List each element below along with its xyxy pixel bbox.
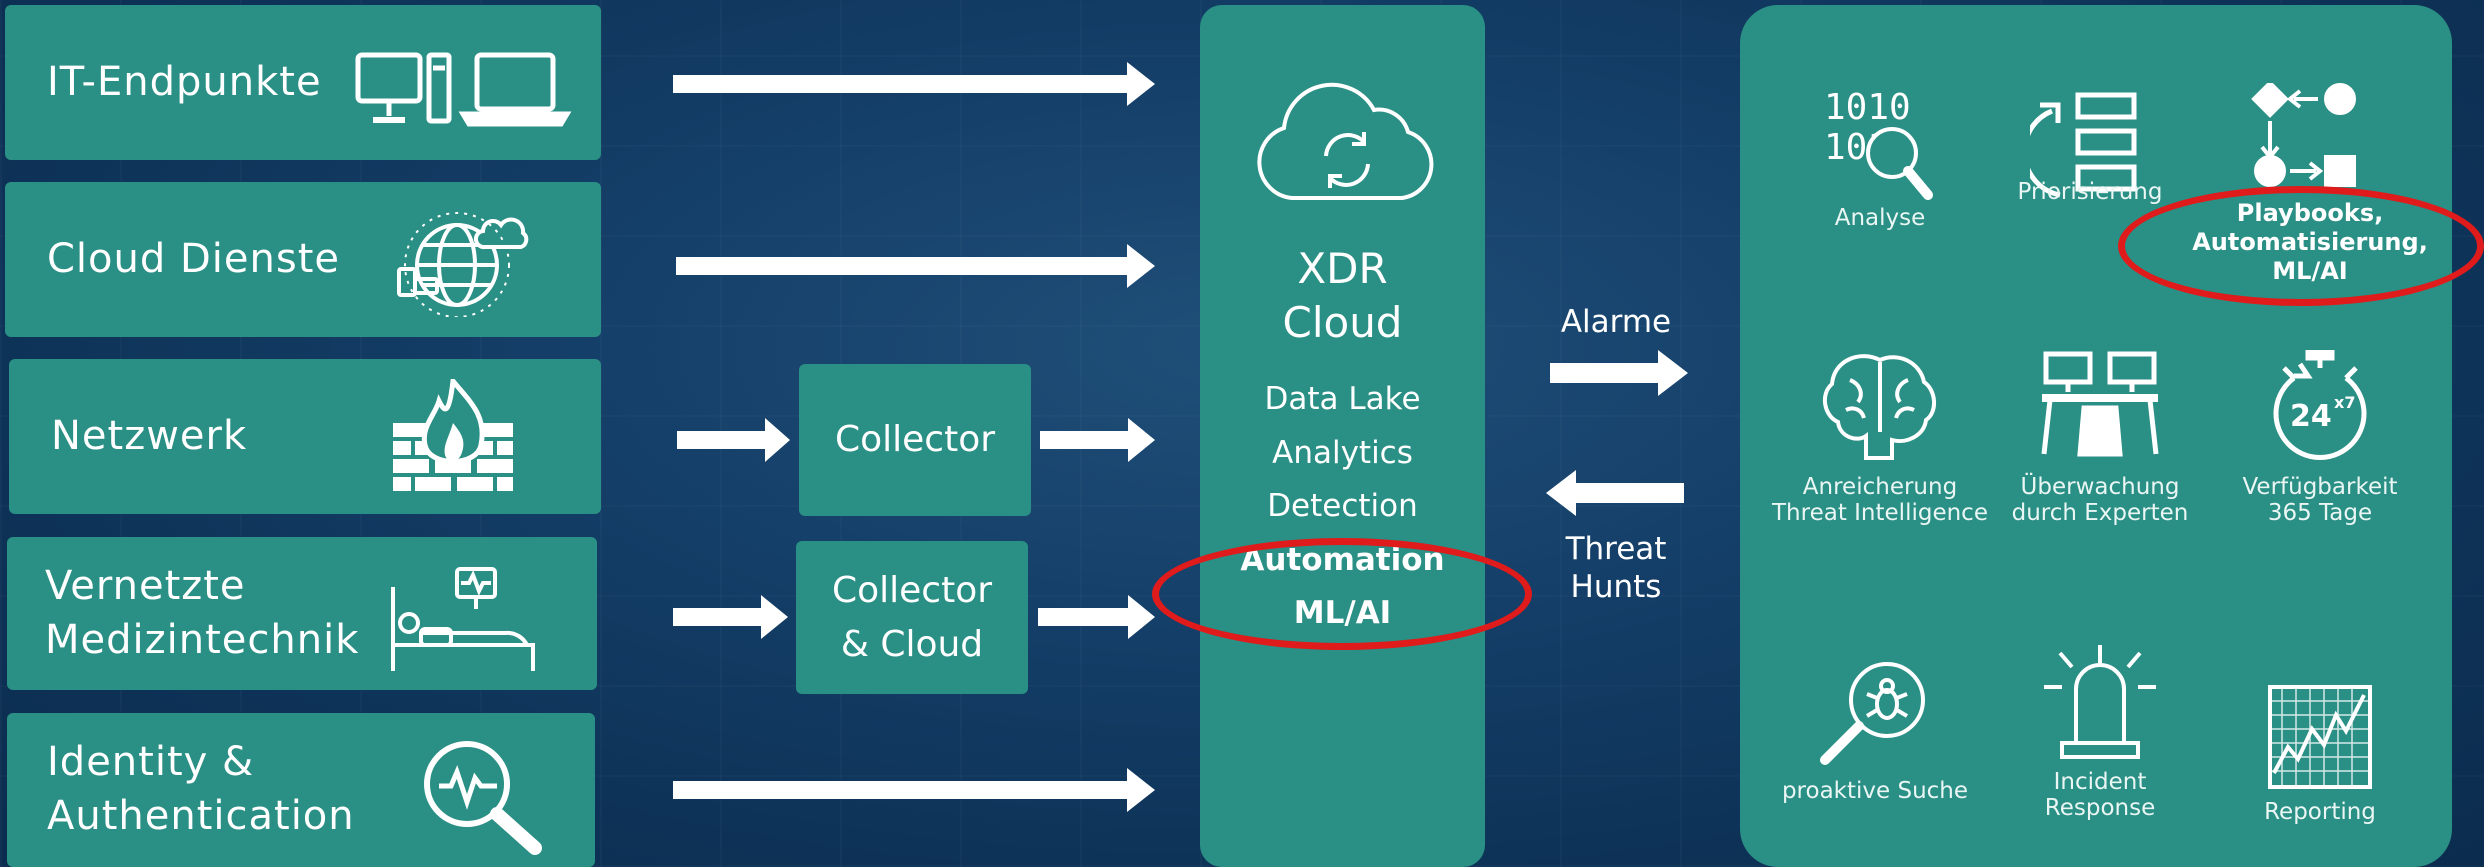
service-label: Anreicherung Threat Intelligence <box>1772 474 1988 526</box>
svg-text:24: 24 <box>2290 399 2332 434</box>
service-label: Reporting <box>2264 799 2376 825</box>
computer-laptop-icon <box>355 50 575 130</box>
prioritize-list-icon <box>2030 85 2150 205</box>
arrow-right-icon <box>677 418 790 462</box>
source-label: Identity & Authentication <box>47 739 355 839</box>
service-verfuegbarkeit: 24 x7 Verfügbarkeit 365 Tage <box>2210 350 2430 526</box>
line-chart-icon <box>2268 685 2372 789</box>
xdr-item: Analytics <box>1272 435 1413 471</box>
firewall-icon <box>389 379 519 494</box>
source-cloud-dienste: Cloud Dienste <box>5 182 601 337</box>
collector-cloud-box: Collector & Cloud <box>796 541 1028 694</box>
source-it-endpunkte: IT-Endpunkte <box>5 5 601 160</box>
stopwatch-24x7-icon: 24 x7 <box>2260 350 2380 460</box>
collector-label: Collector & Cloud <box>831 569 993 665</box>
source-label: Vernetzte Medizintechnik <box>45 563 360 663</box>
xdr-title: Cloud <box>1282 298 1403 347</box>
source-label: IT-Endpunkte <box>47 59 322 105</box>
source-identity: Identity & Authentication <box>7 713 595 867</box>
magnifier-pulse-icon <box>417 738 547 858</box>
service-analyse: 1010 1010 Analyse <box>1780 85 1980 231</box>
xdr-item: Data Lake <box>1264 381 1421 417</box>
binary-search-icon: 1010 1010 <box>1820 85 1940 205</box>
service-label: Priorisierung <box>2017 179 2163 205</box>
bug-search-icon <box>1815 660 1935 770</box>
source-medizintechnik: Vernetzte Medizintechnik <box>7 537 597 690</box>
arrow-right-icon <box>673 595 788 639</box>
highlight-ring <box>1152 538 1532 650</box>
service-label: Incident Response <box>2044 769 2156 821</box>
threat-hunts-line: Hunts <box>1570 569 1662 605</box>
service-incident-response: Incident Response <box>2000 643 2200 821</box>
service-proaktive-suche: proaktive Suche <box>1755 660 1995 804</box>
arrow-right-icon <box>673 62 1155 106</box>
collector-box: Collector <box>799 364 1031 516</box>
service-label: proaktive Suche <box>1781 778 1969 804</box>
service-label: Verfügbarkeit 365 Tage <box>2242 474 2398 526</box>
services-panel: 1010 1010 Analyse Priorisierung <box>1740 5 2452 867</box>
service-ueberwachung: Überwachung durch Experten <box>2000 350 2200 526</box>
monitoring-desks-icon <box>2040 350 2160 460</box>
cloud-sync-icon <box>1250 80 1440 205</box>
svg-text:x7: x7 <box>2334 393 2355 412</box>
arrow-left-icon <box>1546 470 1684 516</box>
service-anreicherung: Anreicherung Threat Intelligence <box>1755 350 2005 526</box>
arrow-right-icon <box>673 768 1155 812</box>
source-label: Cloud Dienste <box>47 236 340 282</box>
alarm-light-icon <box>2040 643 2160 763</box>
hospital-bed-icon <box>387 567 537 677</box>
collector-label: Collector <box>834 419 996 460</box>
brain-icon <box>1820 350 1940 460</box>
source-label: Netzwerk <box>51 413 248 459</box>
xdr-item: Detection <box>1267 488 1418 524</box>
service-priorisierung: Priorisierung <box>1990 85 2190 205</box>
xdr-title: XDR <box>1297 244 1388 293</box>
arrow-right-icon <box>1038 595 1155 639</box>
highlight-ring <box>2118 186 2484 306</box>
cloud-globe-icon <box>395 207 535 317</box>
xdr-cloud-panel: XDR Cloud Data Lake Analytics Detection … <box>1200 5 1485 867</box>
service-label: Analyse <box>1834 205 1926 231</box>
threat-hunts-line: Threat <box>1565 531 1667 567</box>
alarme-label: Alarme <box>1560 304 1672 340</box>
arrow-right-icon <box>1550 350 1688 396</box>
arrow-right-icon <box>1040 418 1155 462</box>
threat-hunts-label: Threat Hunts <box>1548 530 1684 606</box>
svg-text:1010: 1010 <box>1824 87 1911 128</box>
arrow-right-icon <box>676 244 1155 288</box>
service-label: Überwachung durch Experten <box>2011 474 2189 526</box>
source-netzwerk: Netzwerk <box>9 359 601 514</box>
service-reporting: Reporting <box>2220 685 2420 825</box>
playbook-flow-icon <box>2250 83 2370 193</box>
